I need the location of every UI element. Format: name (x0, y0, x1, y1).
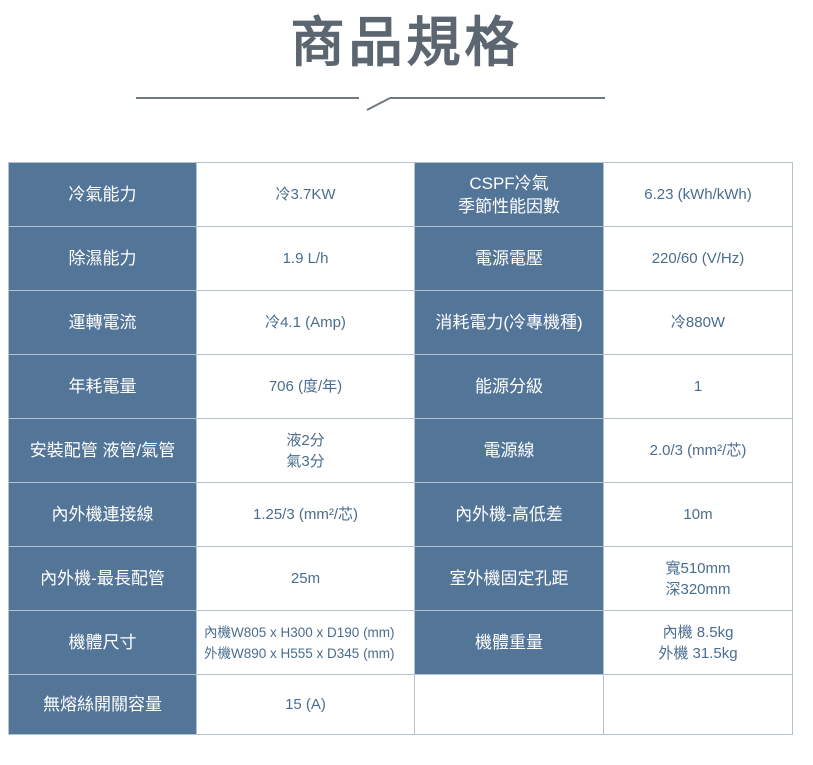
spec-label-cell: 機體尺寸 (8, 610, 197, 676)
table-row: 內外機連接線 1.25/3 (mm²/芯) 內外機-高低差 10m (8, 482, 793, 548)
spec-value-cell: 冷4.1 (Amp) (196, 290, 415, 356)
spec-label-cell: 除濕能力 (8, 226, 197, 292)
spec-value-cell: 220/60 (V/Hz) (603, 226, 793, 292)
text-line: 2.0/3 (mm²/芯) (649, 442, 747, 460)
text-line: 內外機-高低差 (455, 505, 563, 525)
text-line: 內外機連接線 (51, 505, 154, 525)
table-row: 安裝配管 液管/氣管 液2分 氣3分 電源線 2.0/3 (mm²/芯) (8, 418, 793, 484)
text-line: 氣3分 (286, 452, 325, 470)
text-line: 消耗電力(冷專機種) (435, 313, 583, 333)
text-line: 1.25/3 (mm²/芯) (252, 506, 358, 524)
text-line: 機體重量 (475, 633, 543, 653)
table-row: 年耗電量 706 (度/年) 能源分級 1 (8, 354, 793, 420)
spec-label-cell: 消耗電力(冷專機種) (414, 290, 604, 356)
table-row: 內外機-最長配管 25m 室外機固定孔距 寬510mm 深320mm (8, 546, 793, 612)
text-line: 冷880W (670, 314, 726, 332)
text-line: 電源電壓 (475, 249, 543, 269)
text-line: 季節性能因數 (458, 196, 560, 216)
text-line: 年耗電量 (68, 377, 137, 397)
spec-value-cell: 1.9 L/h (196, 226, 415, 292)
text-line: 220/60 (V/Hz) (651, 250, 745, 268)
spec-value-cell: 15 (A) (196, 674, 415, 736)
text-line: 內機W805 x H300 x D190 (mm) (204, 624, 395, 640)
spec-value-cell: 6.23 (kWh/kWh) (603, 162, 793, 228)
text-line: 運轉電流 (68, 313, 137, 333)
text-line: 外機W890 x H555 x D345 (mm) (204, 645, 395, 661)
text-line: 內機 8.5kg (662, 623, 734, 641)
table-row: 冷氣能力 冷3.7KW CSPF冷氣 季節性能因數 6.23 (kWh/kWh) (8, 162, 793, 228)
text-line: 深320mm (665, 580, 731, 598)
spec-label-cell: 電源電壓 (414, 226, 604, 292)
text-line: 冷氣能力 (68, 185, 137, 205)
spec-label-cell: 內外機-高低差 (414, 482, 604, 548)
table-row: 機體尺寸 內機W805 x H300 x D190 (mm) 外機W890 x … (8, 610, 793, 676)
spec-label-cell: 無熔絲開關容量 (8, 674, 197, 736)
text-line: CSPF冷氣 (469, 173, 549, 193)
spec-label-cell: 機體重量 (414, 610, 604, 676)
text-line: 10m (683, 506, 713, 524)
spec-value-cell: 內機W805 x H300 x D190 (mm) 外機W890 x H555 … (196, 610, 415, 676)
spec-label-cell: 冷氣能力 (8, 162, 197, 228)
empty-cell (603, 674, 793, 736)
spec-value-cell: 10m (603, 482, 793, 548)
spec-value-cell: 內機 8.5kg 外機 31.5kg (603, 610, 793, 676)
text-line: 除濕能力 (68, 249, 137, 269)
spec-value-cell: 1 (603, 354, 793, 420)
empty-cell (414, 674, 604, 736)
text-line: 1.9 L/h (282, 250, 329, 268)
table-row: 運轉電流 冷4.1 (Amp) 消耗電力(冷專機種) 冷880W (8, 290, 793, 356)
text-line: 內外機-最長配管 (40, 569, 165, 589)
spec-label-cell: 年耗電量 (8, 354, 197, 420)
spec-label-cell: 運轉電流 (8, 290, 197, 356)
text-line: 冷4.1 (Amp) (265, 314, 346, 332)
spec-label-cell: 內外機-最長配管 (8, 546, 197, 612)
text-line: 6.23 (kWh/kWh) (644, 186, 752, 204)
text-line: 706 (度/年) (268, 378, 343, 396)
page-title: 商品規格 (290, 13, 523, 73)
spec-label-cell: 安裝配管 液管/氣管 (8, 418, 197, 484)
spec-label-cell: 電源線 (414, 418, 604, 484)
spec-value-cell: 1.25/3 (mm²/芯) (196, 482, 415, 548)
text-line: 能源分級 (475, 377, 543, 397)
text-line: 15 (A) (285, 696, 326, 714)
spec-label-cell: CSPF冷氣 季節性能因數 (414, 162, 604, 228)
divider-slash (136, 97, 605, 111)
text-line: 液2分 (286, 431, 325, 449)
text-line: 外機 31.5kg (658, 644, 738, 662)
table-row: 除濕能力 1.9 L/h 電源電壓 220/60 (V/Hz) (8, 226, 793, 292)
text-line: 冷3.7KW (275, 186, 336, 204)
spec-table: 冷氣能力 冷3.7KW CSPF冷氣 季節性能因數 6.23 (kWh/kWh)… (8, 162, 793, 736)
text-line: 電源線 (483, 441, 535, 461)
text-line: 室外機固定孔距 (449, 569, 569, 589)
spec-value-cell: 冷3.7KW (196, 162, 415, 228)
text-line: 安裝配管 液管/氣管 (29, 441, 176, 461)
spec-value-cell: 冷880W (603, 290, 793, 356)
text-line: 1 (693, 378, 703, 396)
spec-value-cell: 2.0/3 (mm²/芯) (603, 418, 793, 484)
spec-label-cell: 能源分級 (414, 354, 604, 420)
spec-label-cell: 室外機固定孔距 (414, 546, 604, 612)
spec-value-cell: 706 (度/年) (196, 354, 415, 420)
text-line: 機體尺寸 (68, 633, 137, 653)
table-row: 無熔絲開關容量 15 (A) (8, 674, 793, 736)
spec-value-cell: 液2分 氣3分 (196, 418, 415, 484)
text-line: 25m (290, 570, 321, 588)
spec-label-cell: 內外機連接線 (8, 482, 197, 548)
text-line: 寬510mm (665, 559, 731, 577)
spec-value-cell: 寬510mm 深320mm (603, 546, 793, 612)
text-line: 無熔絲開關容量 (43, 695, 162, 715)
spec-value-cell: 25m (196, 546, 415, 612)
